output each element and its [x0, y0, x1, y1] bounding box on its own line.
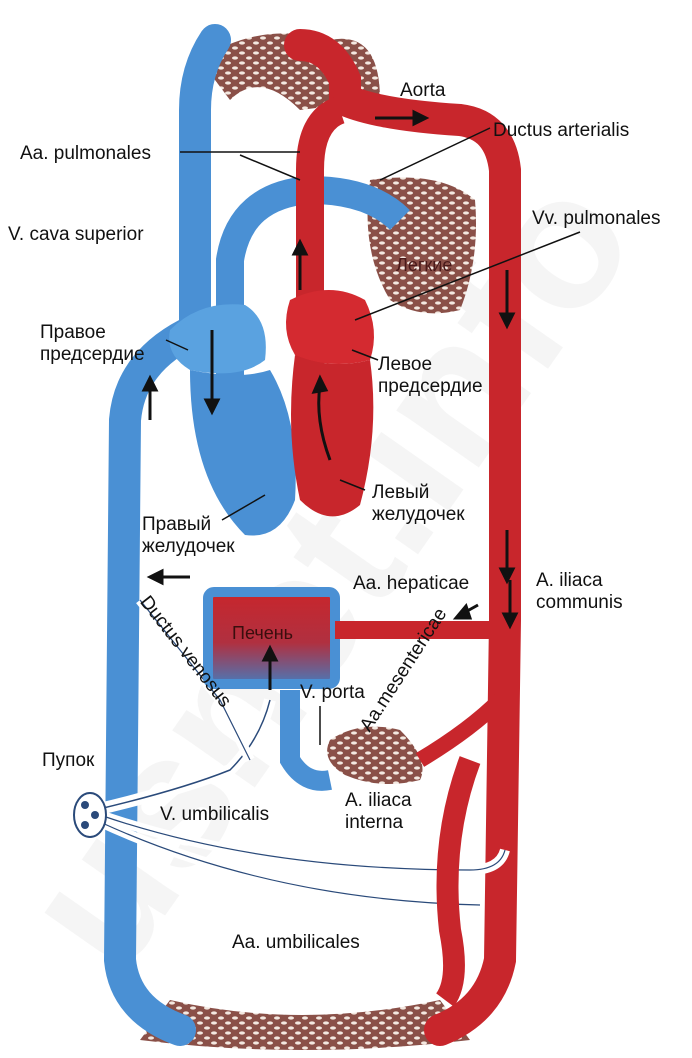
- lower-body-arteries: [445, 760, 470, 1000]
- label-pupok: Пупок: [42, 750, 94, 772]
- right-ventricle: [190, 370, 296, 536]
- label-a-iliaca-interna: A. iliaca interna: [345, 790, 412, 834]
- label-v-umbilicalis: V. umbilicalis: [160, 804, 269, 826]
- label-pravyi-zheludochek: Правый желудочек: [142, 514, 235, 558]
- label-levyi-zheludochek: Левый желудочек: [372, 482, 465, 526]
- label-aa-pulmonales: Aa. pulmonales: [20, 143, 151, 165]
- label-v-porta: V. porta: [300, 682, 365, 704]
- label-v-cava-superior: V. cava superior: [8, 224, 144, 246]
- label-ductus-arterialis: Ductus arterialis: [493, 120, 629, 142]
- label-pravoe-predserdie: Правое предсердие: [40, 322, 145, 366]
- umbilicus: [74, 793, 106, 837]
- label-aa-hepaticae: Aa. hepaticae: [353, 573, 469, 595]
- label-legkie: Легкие: [396, 254, 452, 276]
- left-ventricle: [291, 355, 373, 516]
- label-a-iliaca-communis: A. iliaca communis: [536, 570, 623, 614]
- label-vv-pulmonales: Vv. pulmonales: [532, 208, 661, 230]
- label-aorta: Aorta: [400, 80, 445, 102]
- label-aa-umbilicales: Aa. umbilicales: [232, 932, 360, 954]
- label-pechen: Печень: [232, 622, 293, 644]
- label-levoe-predserdie: Левое предсердие: [378, 354, 483, 398]
